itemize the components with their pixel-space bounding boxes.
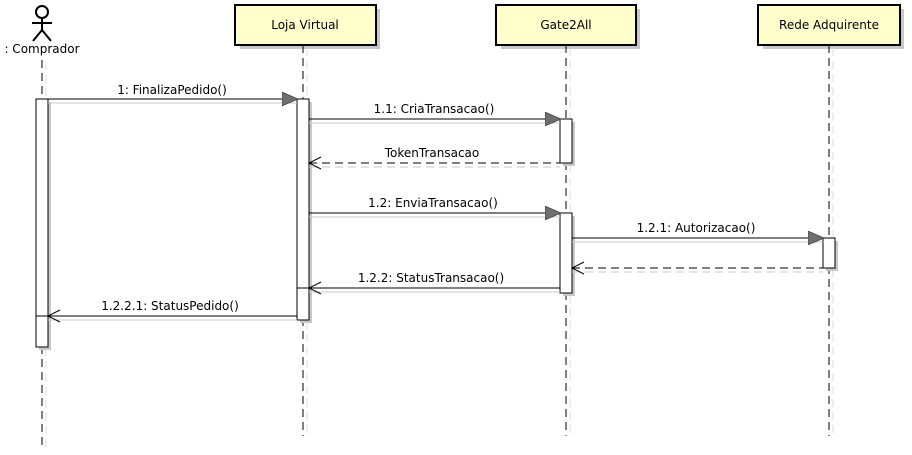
- activation-bars: [35, 98, 838, 350]
- message-autorizacao: 1.2.1: Autorizacao(): [572, 221, 823, 242]
- message-envia-transacao: 1.2: EnviaTransacao(): [309, 196, 560, 217]
- actor-comprador: : Comprador: [4, 5, 80, 56]
- message-cria-transacao: 1.1: CriaTransacao(): [309, 102, 560, 123]
- participant-label: Rede Adquirente: [779, 18, 879, 32]
- message-token-transacao: TokenTransacao: [309, 146, 560, 167]
- message-status-pedido: 1.2.2.1: StatusPedido(): [48, 299, 297, 320]
- message-label: 1: FinalizaPedido(): [117, 83, 227, 97]
- actor-label: : Comprador: [4, 42, 79, 56]
- message-label: 1.2.2.1: StatusPedido(): [101, 299, 239, 313]
- message-status-transacao: 1.2.2: StatusTransacao(): [309, 271, 560, 292]
- message-label: 1.1: CriaTransacao(): [374, 102, 495, 116]
- participant-rede-adquirente: Rede Adquirente: [757, 4, 904, 49]
- activation-rede: [822, 237, 836, 269]
- activation-gate-1: [559, 118, 573, 164]
- activation-comprador: [35, 98, 49, 348]
- participant-label: Gate2All: [540, 18, 591, 32]
- participant-gate2all: Gate2All: [495, 4, 640, 49]
- stick-figure-icon: [32, 5, 52, 42]
- activation-gate-2: [559, 212, 573, 294]
- message-finaliza-pedido: 1: FinalizaPedido(): [48, 83, 297, 103]
- message-label: 1.2: EnviaTransacao(): [368, 196, 498, 210]
- message-label: 1.2.1: Autorizacao(): [637, 221, 756, 235]
- participant-loja-virtual: Loja Virtual: [234, 4, 380, 49]
- activation-loja: [296, 98, 310, 321]
- message-autorizacao-return: [572, 268, 823, 272]
- message-label: 1.2.2: StatusTransacao(): [358, 271, 504, 285]
- participant-label: Loja Virtual: [271, 18, 339, 32]
- message-label: TokenTransacao: [384, 146, 480, 160]
